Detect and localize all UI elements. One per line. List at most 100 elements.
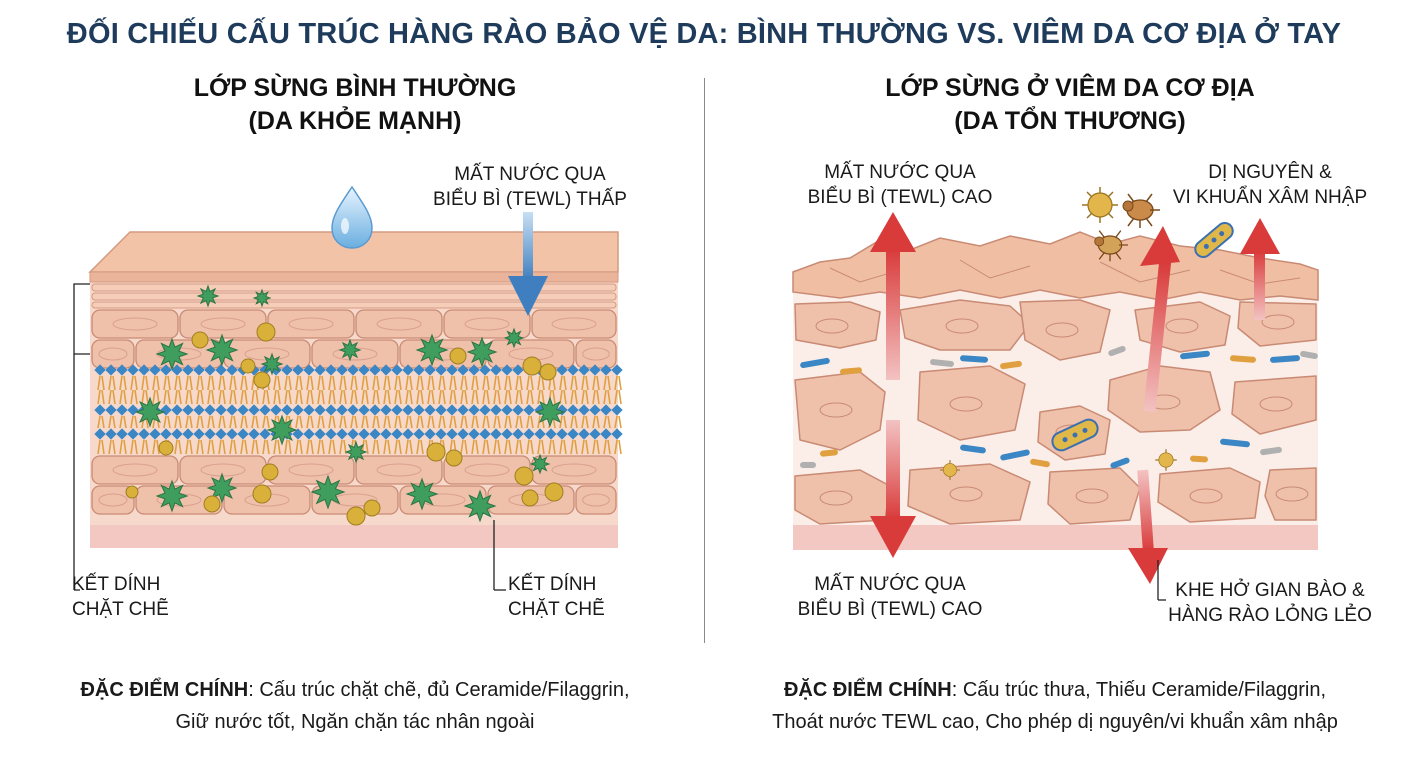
left-summary-line2: Giữ nước tốt, Ngăn chặn tác nhân ngoài (175, 711, 535, 733)
lipid-tail (614, 389, 618, 405)
lipid-tail (262, 439, 266, 455)
lipid-tail (592, 389, 596, 405)
lipid-tail (178, 375, 182, 391)
lipid-tail (570, 439, 574, 455)
lipid-fragment (1230, 355, 1256, 363)
lipid-tail (530, 439, 534, 455)
lipid-tail (321, 375, 325, 391)
right-tewl-top-line2: BIỂU BÌ (TEWL) CAO (807, 187, 993, 208)
lipid-head (589, 404, 601, 416)
lipid-tail (306, 415, 310, 429)
damaged-cell-nucleus (1261, 314, 1295, 330)
filaggrin-sphere (256, 322, 276, 342)
tewl-high-arrow-down (870, 420, 916, 558)
right-summary-line1: : Cấu trúc thưa, Thiếu Ceramide/Filaggri… (951, 679, 1327, 701)
lipid-tail (464, 415, 468, 429)
lipid-tail (306, 439, 310, 455)
cell-nucleus (98, 493, 128, 507)
lipid-tail (218, 439, 222, 455)
nmf-star (155, 337, 189, 371)
lipid-tail (394, 415, 398, 429)
cell-nucleus (98, 347, 128, 361)
lipid-tail (288, 389, 292, 405)
lipid-head (523, 404, 535, 416)
lipid-tail (618, 375, 622, 391)
lipid-tail (332, 389, 336, 405)
lipid-tail (295, 415, 299, 429)
lipid-tail (222, 389, 226, 405)
lipid-tail (537, 389, 541, 405)
lipid-tail (508, 375, 512, 391)
lipid-tail (574, 389, 578, 405)
lipid-head (413, 404, 425, 416)
lipid-tail (178, 415, 182, 429)
lipid-tail (449, 375, 453, 391)
lipid-tail (515, 439, 519, 455)
right-panel-title: LỚP SỪNG Ở VIÊM DA CƠ ĐỊA (DA TỔN THƯƠNG… (850, 72, 1290, 138)
lipid-tail (530, 389, 534, 405)
lipid-head (501, 404, 513, 416)
damaged-lipid-fragments (800, 345, 1318, 469)
lipid-head (501, 364, 513, 376)
lipid-tail (97, 375, 101, 391)
lipid-tail (255, 415, 259, 429)
lipid-tail (471, 375, 475, 391)
lipid-tail (515, 415, 519, 429)
lipid-tail (398, 415, 402, 429)
lipid-tail (431, 415, 435, 429)
lipid-tail (372, 415, 376, 429)
lipid-tail (581, 375, 585, 391)
lipid-head (259, 404, 271, 416)
lipid-tail (255, 389, 259, 405)
lipid-head (611, 404, 623, 416)
lipid-tail (174, 389, 178, 405)
lipid-tail (504, 415, 508, 429)
lipid-tail (244, 439, 248, 455)
lipid-tail (464, 439, 468, 455)
lipid-tail (431, 375, 435, 391)
lipid-tail (244, 375, 248, 391)
lipid-head (479, 364, 491, 376)
bond-bracket-right (493, 520, 506, 591)
lipid-tail (229, 439, 233, 455)
lipid-tail (141, 439, 145, 455)
lipid-tail (123, 389, 127, 405)
lipid-tail (607, 389, 611, 405)
lipid-fragment (1000, 449, 1030, 461)
corneocyte-cell (443, 309, 531, 339)
lipid-head (347, 428, 359, 440)
cell-nucleus (288, 463, 334, 477)
lipid-tail (255, 439, 259, 455)
lipid-tail (493, 415, 497, 429)
lipid-head (600, 364, 612, 376)
damaged-cell-nucleus (819, 402, 853, 418)
lipid-tail (537, 439, 541, 455)
corneocyte-cell (179, 309, 267, 339)
lipid-tail (145, 375, 149, 391)
corneocyte-cell (531, 309, 617, 339)
lipid-tail (119, 439, 123, 455)
lipid-tail (497, 389, 501, 405)
lipid-head (468, 364, 480, 376)
nmf-star (344, 440, 368, 464)
lipid-tail (585, 375, 589, 391)
lipid-tail (574, 375, 578, 391)
lipid-tail (244, 389, 248, 405)
lipid-head (237, 428, 249, 440)
left-panel-title: LỚP SỪNG BÌNH THƯỜNG (DA KHỎE MẠNH) (150, 72, 560, 138)
lipid-tail (251, 439, 255, 455)
lipid-tail (482, 389, 486, 405)
lipid-tail (119, 375, 123, 391)
lipid-head (490, 404, 502, 416)
healthy-skin-block (88, 231, 623, 548)
lipid-tail (152, 439, 156, 455)
panel-divider (704, 78, 705, 643)
lipid-tail (211, 415, 215, 429)
lipid-tail (233, 415, 237, 429)
filaggrin-sphere (363, 499, 381, 517)
lipid-tail (185, 375, 189, 391)
lipid-tail (163, 375, 167, 391)
filaggrin-sphere (253, 371, 271, 389)
lipid-tail (508, 389, 512, 405)
